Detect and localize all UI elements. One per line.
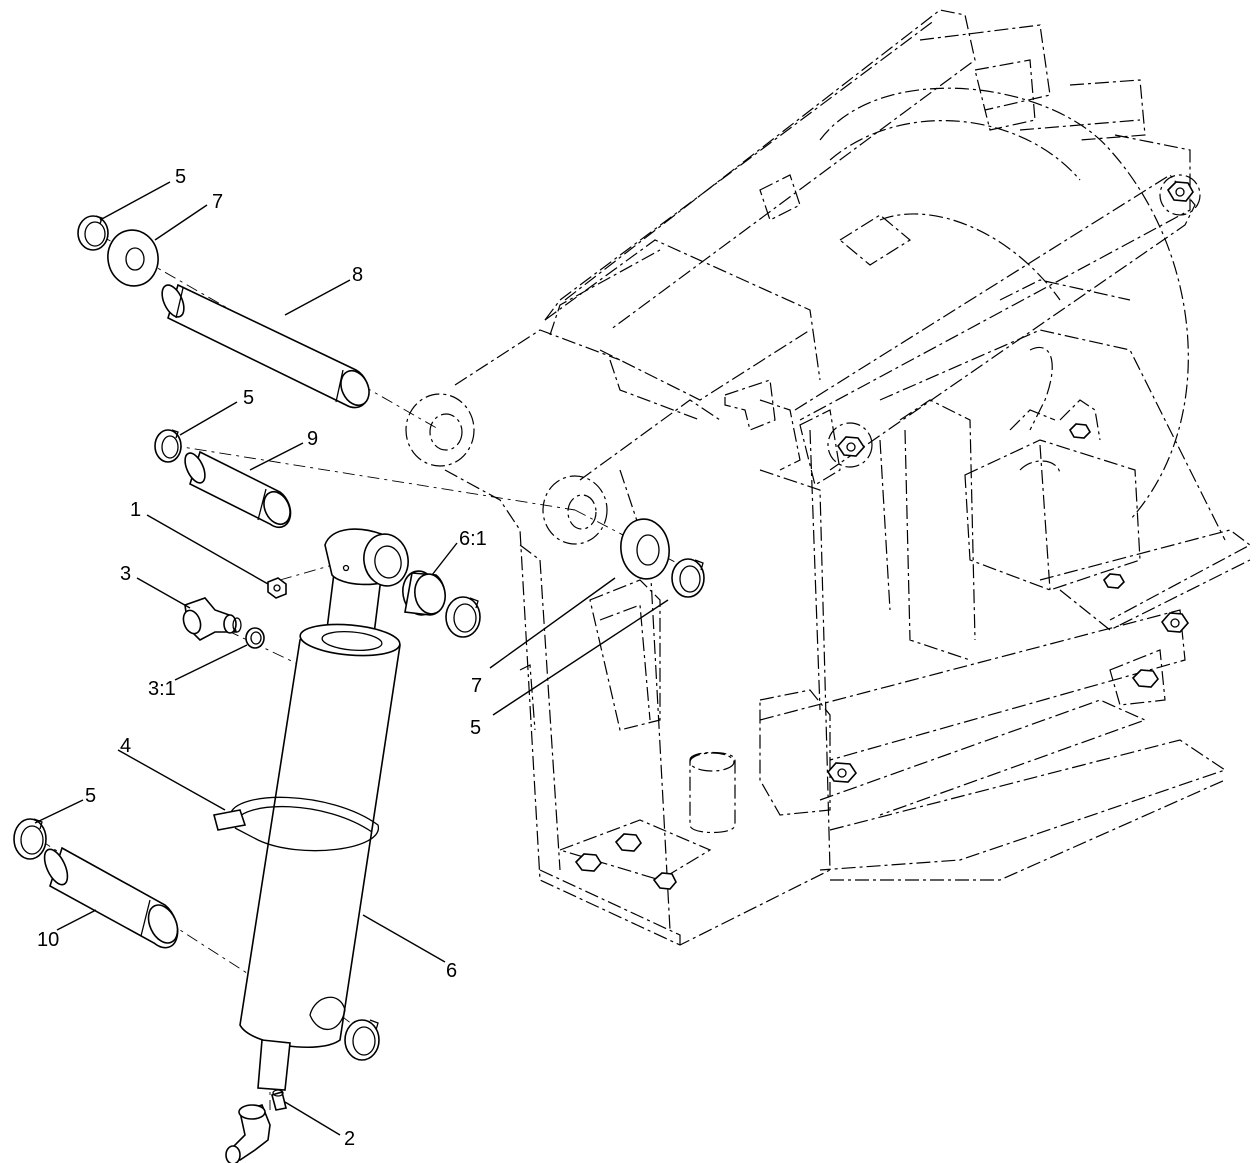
- frame-pivot-bushings: [405, 393, 608, 545]
- lower-hydraulic-elbow: [225, 1104, 271, 1163]
- callout-10: 10: [37, 929, 59, 951]
- machine-frame-phantom: [444, 9, 1252, 946]
- callout-5-low: 5: [85, 785, 96, 807]
- callout-4: 4: [120, 735, 131, 757]
- retaining-ring-top: [77, 215, 109, 251]
- retaining-ring-rod-eye: [445, 596, 481, 638]
- callout-9: 9: [307, 428, 318, 450]
- cylinder-bushing: [402, 570, 446, 616]
- callout-7-right: 7: [471, 675, 482, 697]
- retaining-ring-mid: [154, 429, 182, 463]
- callout-6: 6: [446, 960, 457, 982]
- callout-5-top: 5: [175, 166, 186, 188]
- frame-bolts: [574, 181, 1194, 890]
- hex-bolt-icon: [614, 833, 642, 852]
- hex-bolt-icon: [1166, 181, 1194, 202]
- grease-fitting-lower: [271, 1089, 287, 1111]
- upper-pivot-boss: [405, 393, 475, 467]
- cylinder-strap-clamp: [213, 796, 379, 852]
- flat-washer-top: [107, 229, 159, 287]
- callout-1: 1: [130, 499, 141, 521]
- callout-6-1: 6:1: [459, 528, 487, 550]
- callout-3: 3: [120, 563, 131, 585]
- hex-bolt-icon: [1069, 423, 1091, 439]
- hex-bolt-icon: [826, 762, 858, 783]
- callout-3-1: 3:1: [148, 678, 176, 700]
- lower-pivot-boss: [542, 475, 608, 545]
- upper-link-arm: [794, 174, 1201, 486]
- callout-2: 2: [344, 1128, 355, 1150]
- retaining-ring-base: [344, 1019, 380, 1061]
- callout-labels: 5 7 8 5 9 1 6:1 3 3:1 7 5 4 5 10 6 2: [37, 166, 487, 1150]
- flat-washer-right: [620, 518, 670, 580]
- retaining-ring-right: [671, 558, 705, 598]
- callout-7-top: 7: [212, 191, 223, 213]
- callout-5-right: 5: [470, 717, 481, 739]
- callout-5-mid: 5: [243, 387, 254, 409]
- grease-fitting-upper: [267, 577, 287, 599]
- hex-bolt-icon: [652, 872, 677, 890]
- callout-leaders: [34, 181, 669, 1136]
- hydraulic-cylinder: [239, 528, 409, 1091]
- hex-bolt-icon: [1160, 612, 1190, 633]
- hex-bolt-icon: [836, 436, 866, 457]
- pivot-pin-long: [161, 283, 370, 409]
- hex-bolt-icon: [574, 853, 602, 872]
- o-ring-fitting: [245, 627, 265, 649]
- hex-bolt-icon: [1131, 669, 1159, 688]
- hex-bolt-icon: [1103, 573, 1125, 589]
- hydraulic-elbow-fitting: [182, 597, 242, 641]
- pivot-pin-short: [184, 450, 292, 529]
- retaining-ring-low: [13, 818, 47, 860]
- callout-8: 8: [352, 264, 363, 286]
- base-pin: [43, 846, 179, 949]
